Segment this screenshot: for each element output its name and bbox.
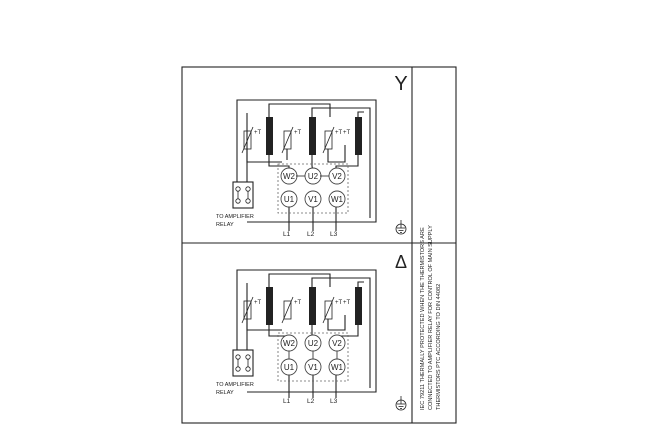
thermistor-label: +T — [343, 130, 351, 136]
panel-star: Y +T +T +T +T — [216, 73, 408, 238]
terminal-label: W1 — [331, 363, 344, 372]
panel-delta: Δ +T +T +T +T — [216, 252, 407, 411]
thermistor-2 — [283, 300, 292, 320]
note-line-1: IEC 79211 THERMALLY PROTECTED WHEN THE T… — [420, 227, 426, 410]
terminal-label: V2 — [332, 172, 342, 181]
terminal-w2 — [280, 334, 298, 352]
thermistor-label: +T — [335, 130, 343, 136]
thermistor-label: +T — [254, 130, 262, 136]
thermistor-label: +T — [335, 300, 343, 306]
terminal-label: V1 — [308, 195, 318, 204]
windings — [266, 117, 362, 155]
terminal-block-outline — [277, 332, 349, 382]
supply-line-label: L1 — [283, 398, 291, 405]
winding-1 — [266, 287, 273, 325]
terminal-label: W2 — [283, 339, 296, 348]
relay-connector — [232, 181, 254, 209]
thermistor-label: +T — [294, 300, 302, 306]
supply-line-label: L1 — [283, 231, 291, 238]
terminal-label: V2 — [332, 339, 342, 348]
side-note: IEC 79211 THERMALLY PROTECTED WHEN THE T… — [420, 225, 442, 410]
delta-connection-symbol: Δ — [395, 252, 407, 272]
star-connection-symbol: Y — [394, 73, 407, 95]
thermistor-label: +T — [294, 130, 302, 136]
terminal-u1 — [280, 190, 298, 208]
terminal-u1 — [280, 358, 298, 376]
note-line-3: THERMISTORS PTC ACCORDING TO DIN 44082 — [436, 284, 442, 410]
ground-icon — [395, 220, 407, 235]
winding-1 — [266, 117, 273, 155]
relay-label: RELAY — [216, 222, 234, 228]
relay-label: RELAY — [216, 390, 234, 396]
supply-line-label: L2 — [307, 231, 315, 238]
winding-2 — [309, 117, 316, 155]
terminal-label: U1 — [284, 195, 295, 204]
terminal-block: W2 U2 V2 U1 V1 W1 — [277, 163, 349, 214]
terminal-block-outline — [277, 163, 349, 214]
relay-connector-box — [232, 181, 254, 209]
windings — [266, 287, 362, 325]
terminal-u2 — [304, 334, 322, 352]
terminal-v2 — [328, 334, 346, 352]
wiring — [236, 99, 377, 231]
relay-label: TO AMPLIFIER — [216, 214, 254, 220]
terminal-label: W1 — [331, 195, 344, 204]
relay-label: TO AMPLIFIER — [216, 382, 254, 388]
relay-connector — [232, 349, 254, 377]
terminal-w1 — [328, 358, 346, 376]
thermistors: +T +T +T +T — [241, 126, 351, 154]
terminal-v1 — [304, 358, 322, 376]
relay-connector-box — [232, 349, 254, 377]
winding-3 — [355, 117, 362, 155]
thermistors: +T +T +T +T — [241, 296, 351, 324]
thermistor-label: +T — [254, 300, 262, 306]
supply-line-label: L2 — [307, 398, 315, 405]
ground-icon — [395, 396, 407, 411]
terminal-label: V1 — [308, 363, 318, 372]
note-line-2: CONNECTED TO AMPLIFIER RELAY FOR CONTROL… — [428, 225, 434, 410]
terminal-block: W2 U2 V2 U1 V1 W1 — [277, 332, 349, 382]
terminal-label: U2 — [308, 339, 319, 348]
terminal-w1 — [328, 190, 346, 208]
diagram-frame — [181, 66, 457, 424]
winding-3 — [355, 287, 362, 325]
supply-line-label: L3 — [330, 398, 338, 405]
thermistor-label: +T — [343, 300, 351, 306]
wiring — [236, 269, 377, 398]
terminal-label: W2 — [283, 172, 296, 181]
winding-2 — [309, 287, 316, 325]
terminal-v1 — [304, 190, 322, 208]
terminal-label: U2 — [308, 172, 319, 181]
supply-line-label: L3 — [330, 231, 338, 238]
terminal-label: U1 — [284, 363, 295, 372]
